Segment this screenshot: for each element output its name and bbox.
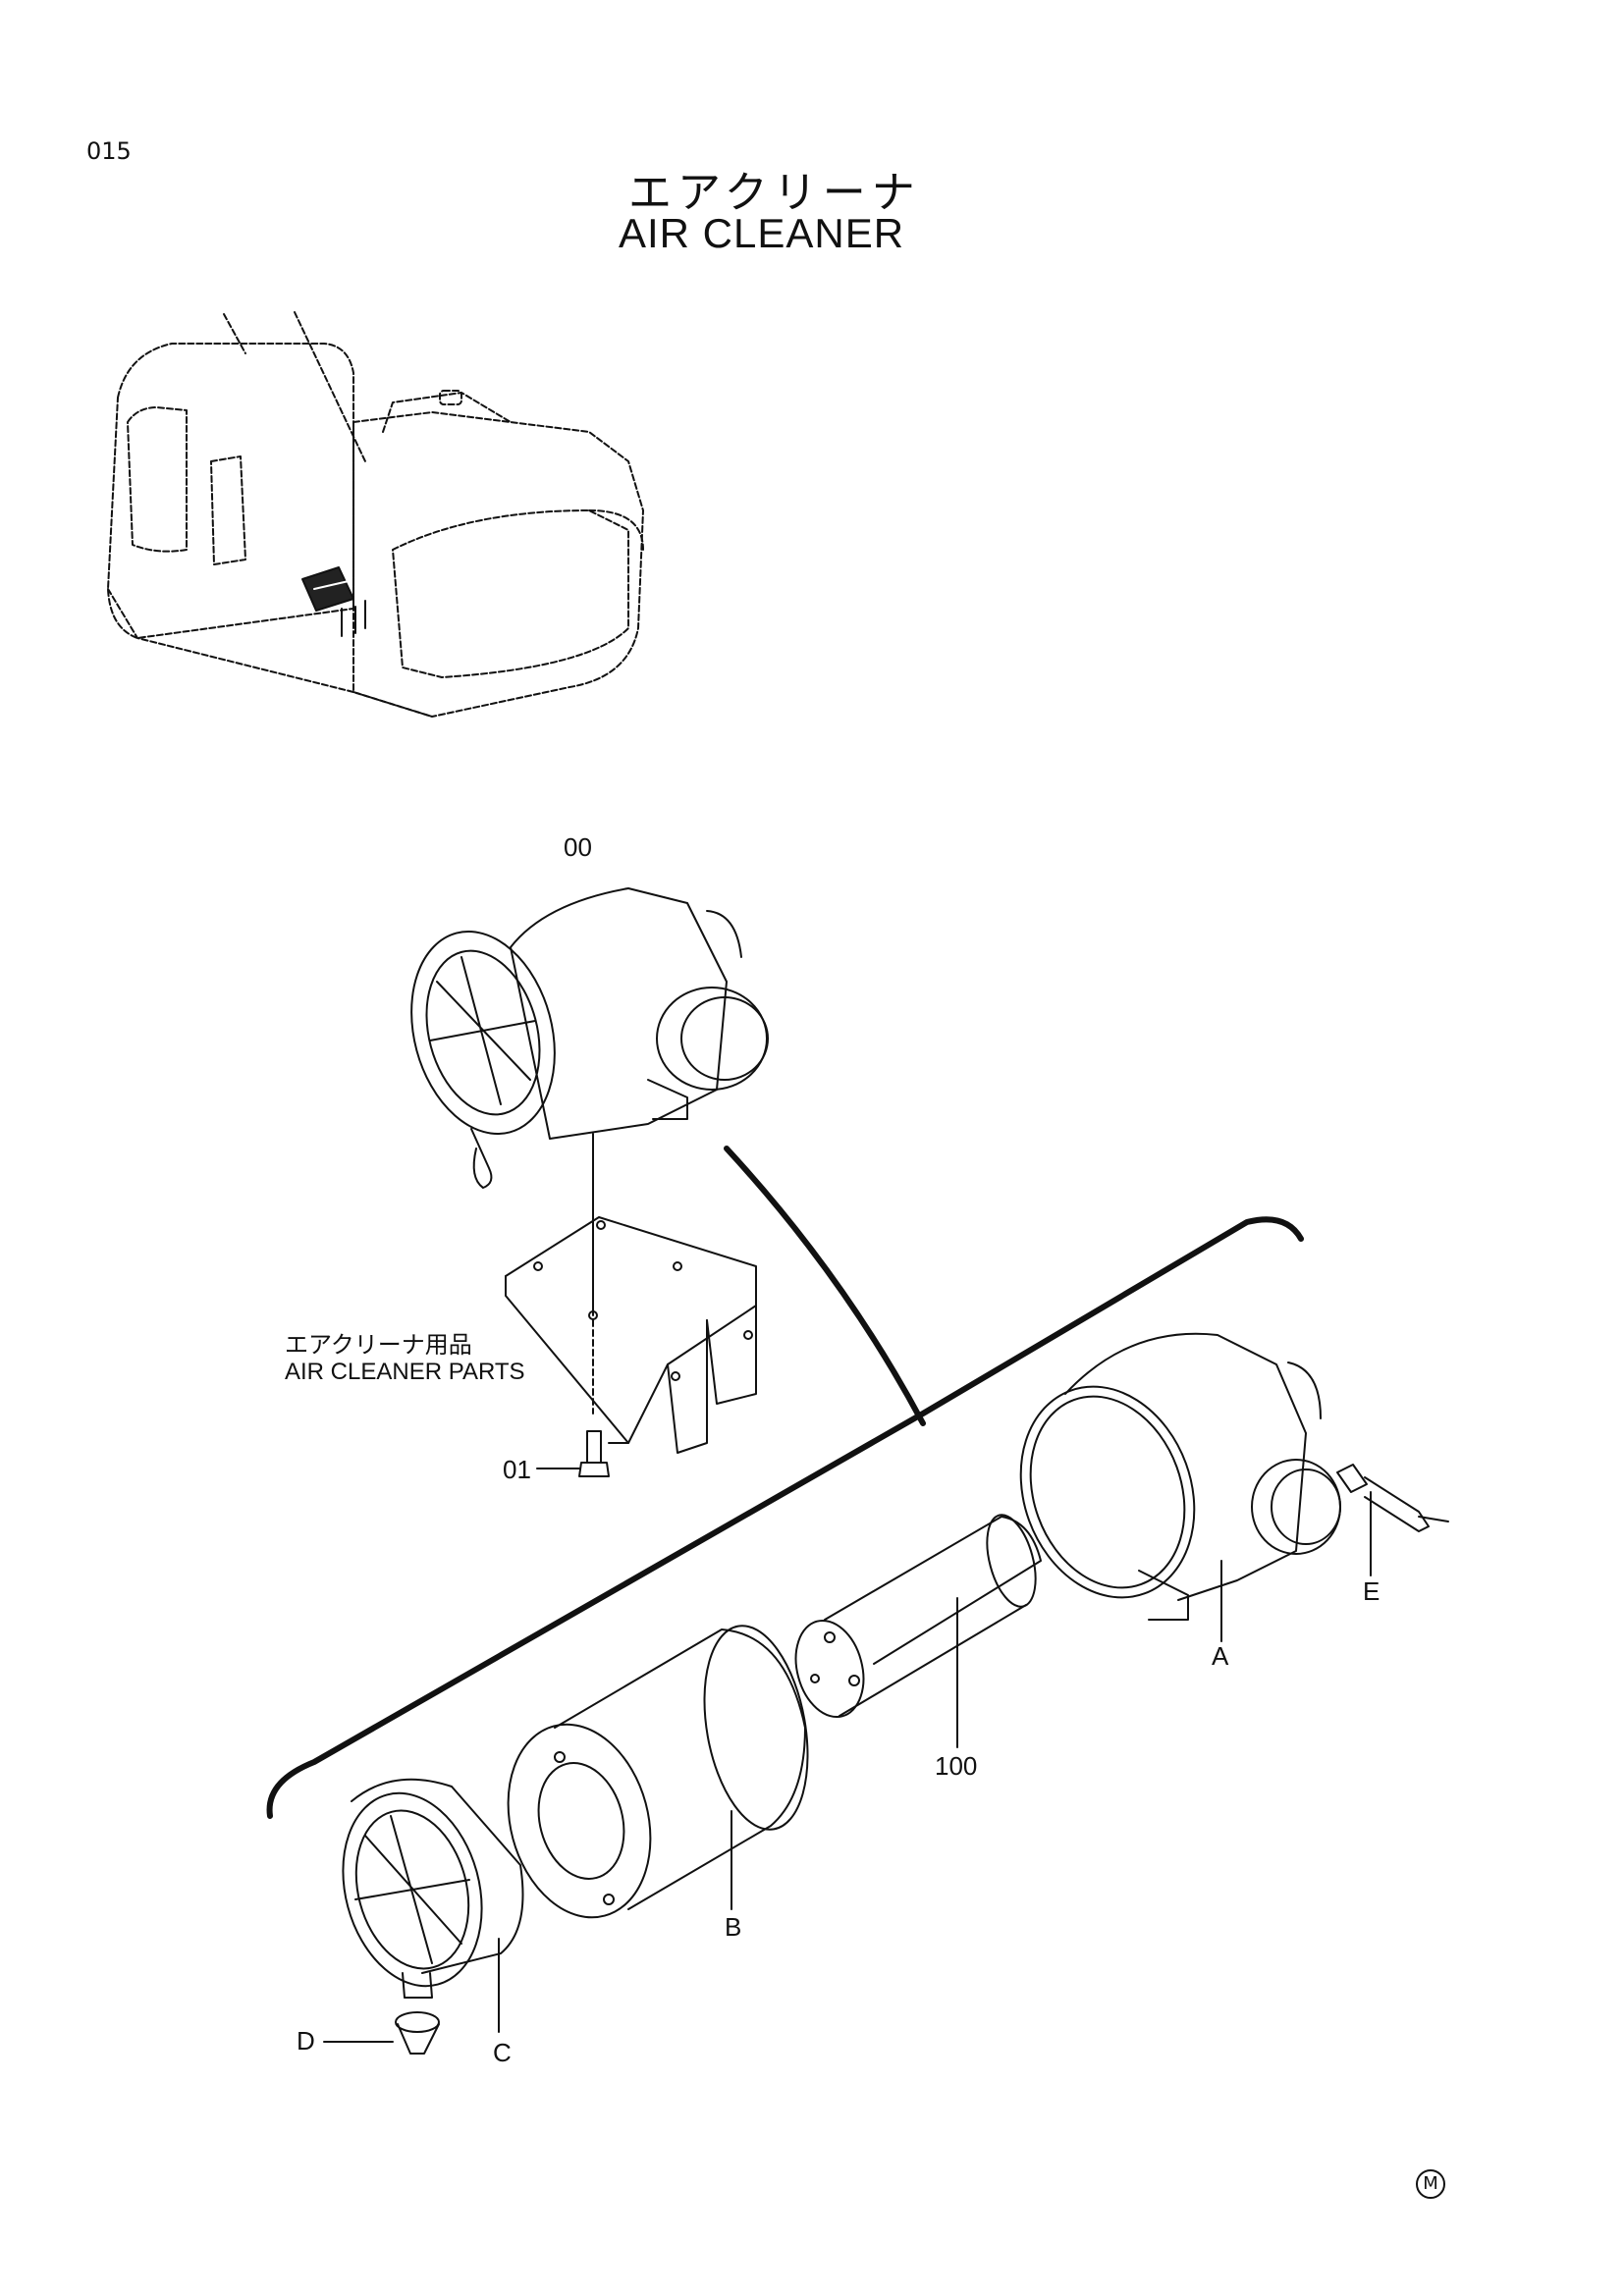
vacuator-valve-d (323, 2011, 440, 2055)
excavator-overview (107, 311, 644, 718)
air-cleaner-location-marker (301, 566, 366, 637)
callout-100: 100 (935, 1751, 978, 1781)
partition-line (266, 1146, 1304, 1819)
inner-element-100 (794, 1514, 1042, 1748)
circled-mark-letter: M (1416, 2169, 1445, 2199)
callout-b: B (725, 1912, 742, 1942)
callout-c: C (493, 2038, 512, 2067)
page-number: 015 (86, 137, 132, 165)
mounting-bracket (505, 1133, 757, 1454)
callout-e: E (1363, 1576, 1380, 1606)
page-title-english: AIR CLEANER (619, 210, 905, 256)
callout-d: D (297, 2026, 315, 2056)
callout-01: 01 (503, 1455, 531, 1484)
bolt-01 (536, 1430, 610, 1477)
circled-mark: M (1416, 2169, 1445, 2199)
page-title-japanese: エアクリーナ (628, 168, 921, 218)
callout-00: 00 (564, 832, 592, 862)
callout-a: A (1212, 1641, 1229, 1671)
parts-group-label-english: AIR CLEANER PARTS (285, 1359, 525, 1385)
outer-element-b (507, 1625, 809, 1919)
restriction-indicator-e (1336, 1464, 1449, 1576)
cover-c (342, 1778, 524, 2033)
air-cleaner-assembly-00 (410, 887, 769, 1189)
parts-group-label-japanese: エアクリーナ用品 (285, 1331, 472, 1359)
air-cleaner-body-a (1019, 1332, 1341, 1642)
